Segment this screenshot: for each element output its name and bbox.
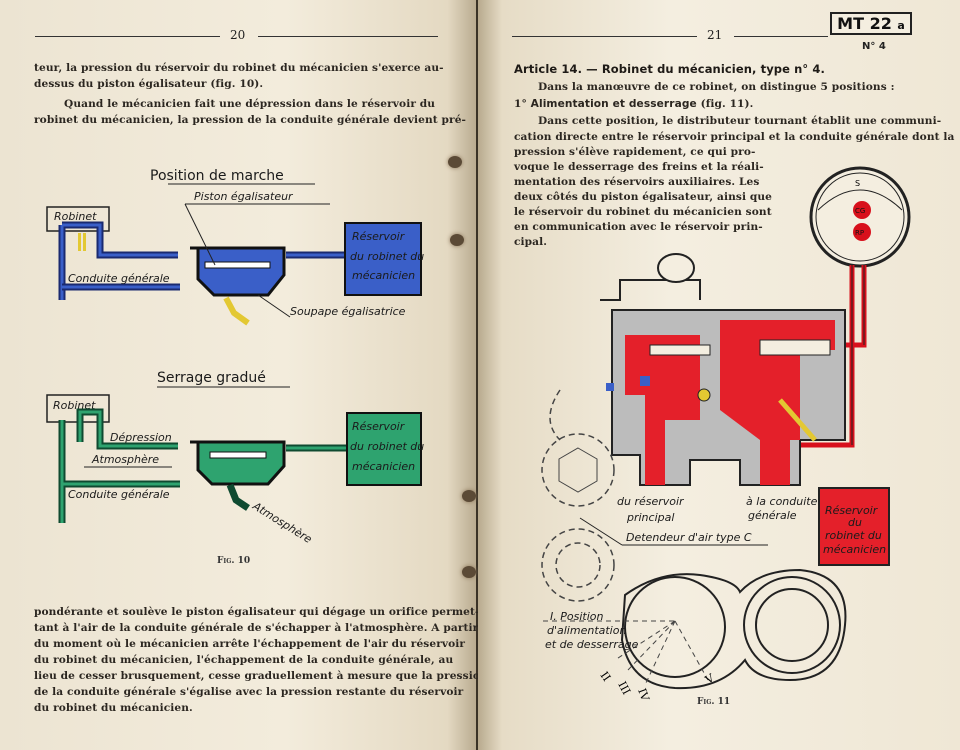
binding-hole — [462, 490, 476, 502]
label-reservoir: Réservoir — [352, 230, 406, 243]
label-reservoir: du robinet du — [350, 250, 424, 263]
text-line: Dans cette position, le distributeur tou… — [538, 115, 942, 127]
label-reservoir: Réservoir — [352, 420, 406, 433]
figure-caption: Fig. 11 — [697, 697, 731, 707]
text-line: cation directe entre le réservoir princi… — [514, 131, 955, 143]
label-conduite: Conduite générale — [68, 488, 170, 501]
header-rule — [258, 36, 438, 37]
text-line: du robinet du mécanicien, l'échappement … — [34, 654, 454, 666]
text-line: pression s'élève rapidement, ce qui pro- — [514, 146, 756, 158]
text-line: du robinet du mécanicien. — [34, 702, 193, 714]
text-line: deux côtés du piston égalisateur, ainsi … — [514, 191, 773, 203]
binding-hole — [450, 234, 464, 246]
badge-suffix: a — [897, 19, 905, 32]
label-reservoir: du robinet du — [350, 440, 424, 453]
position-roman-ii: II — [598, 669, 614, 684]
gauge-label-s: S — [855, 179, 860, 188]
text-line: pondérante et soulève le piston égalisat… — [34, 606, 480, 618]
document-badge: MT 22 a — [830, 12, 912, 35]
text-line: Dans la manœuvre de ce robinet, on disti… — [538, 81, 895, 93]
text-line: mentation des réservoirs auxiliaires. Le… — [514, 176, 760, 188]
label-from-reservoir: principal — [626, 511, 674, 524]
header-rule — [734, 36, 828, 37]
label-reservoir-box: mécanicien — [823, 543, 886, 556]
text-line: le réservoir du robinet du mécanicien so… — [514, 206, 772, 218]
binding-hole — [448, 156, 462, 168]
gauge-label-rp: RP — [855, 229, 864, 237]
gauge-label-cg: CG — [855, 207, 865, 215]
label-reservoir-box: robinet du — [825, 529, 882, 542]
label-to-conduite: à la conduite — [746, 495, 818, 508]
text-line: voque le desserrage des freins et la réa… — [514, 161, 764, 173]
position-roman-iii: III — [615, 679, 633, 697]
position-number: 1° — [514, 98, 527, 110]
label-reservoir-box: Réservoir — [825, 504, 879, 517]
position-roman-iv: IV — [635, 687, 652, 704]
label-soupape: Soupape égalisatrice — [290, 305, 406, 318]
header-rule — [512, 36, 697, 37]
figure-caption: Fig. 10 — [217, 556, 251, 566]
position-title: Alimentation et desserrage — [530, 98, 697, 110]
label-position-1: I. Position — [550, 610, 603, 623]
label-atmosphere: Atmosphère — [91, 453, 159, 466]
diagram-title: Position de marche — [150, 168, 284, 184]
header-rule — [35, 36, 220, 37]
left-page: 20 teur, la pression du réservoir du rob… — [0, 0, 488, 750]
label-detendeur: Detendeur d'air type C — [626, 531, 752, 544]
position-heading: 1° Alimentation et desserrage (fig. 11). — [514, 98, 753, 110]
text-line: teur, la pression du réservoir du robine… — [34, 62, 444, 74]
article-heading: Article 14. — Robinet du mécanicien, typ… — [514, 62, 825, 76]
label-from-reservoir: du réservoir — [617, 495, 685, 508]
diagram-position-de-marche: Position de marche Robinet Conduite géné… — [46, 168, 424, 326]
diagram-serrage-gradue: Serrage gradué Robinet Dépression Atmosp… — [46, 370, 424, 546]
text-line: de la conduite générale s'égalise avec l… — [34, 686, 464, 698]
binding-hole — [462, 566, 476, 578]
badge-main: MT 22 — [837, 14, 892, 33]
label-conduite: Conduite générale — [68, 272, 170, 285]
page-number: 20 — [230, 28, 246, 42]
text-line: robinet du mécanicien, la pression de la… — [34, 114, 467, 126]
label-piston: Piston égalisateur — [194, 190, 294, 203]
text-line: en communication avec le réservoir prin- — [514, 221, 763, 233]
text-line: Quand le mécanicien fait une dépression … — [64, 98, 436, 110]
figure-ref: (fig. 11). — [700, 98, 754, 110]
label-reservoir: mécanicien — [352, 269, 415, 282]
text-line: dessus du piston égalisateur (fig. 10). — [34, 78, 264, 90]
label-position-1: et de desserrage — [545, 638, 639, 651]
label-reservoir-box: du — [848, 516, 862, 529]
label-depression: Dépression — [110, 431, 172, 444]
text-line: cipal. — [514, 236, 548, 248]
diagram-title: Serrage gradué — [157, 370, 266, 386]
text-line: du moment où le mécanicien arrête l'écha… — [34, 638, 466, 650]
label-reservoir: mécanicien — [352, 460, 415, 473]
text-line: lieu de cesser brusquement, cesse gradue… — [34, 670, 488, 682]
label-position-1: d'alimentation — [547, 624, 626, 637]
text-line: tant à l'air de la conduite générale de … — [34, 622, 479, 634]
label-robinet: Robinet — [54, 210, 97, 223]
badge-number: N° 4 — [862, 41, 886, 52]
page-number: 21 — [707, 28, 723, 42]
label-to-conduite: générale — [748, 509, 797, 522]
